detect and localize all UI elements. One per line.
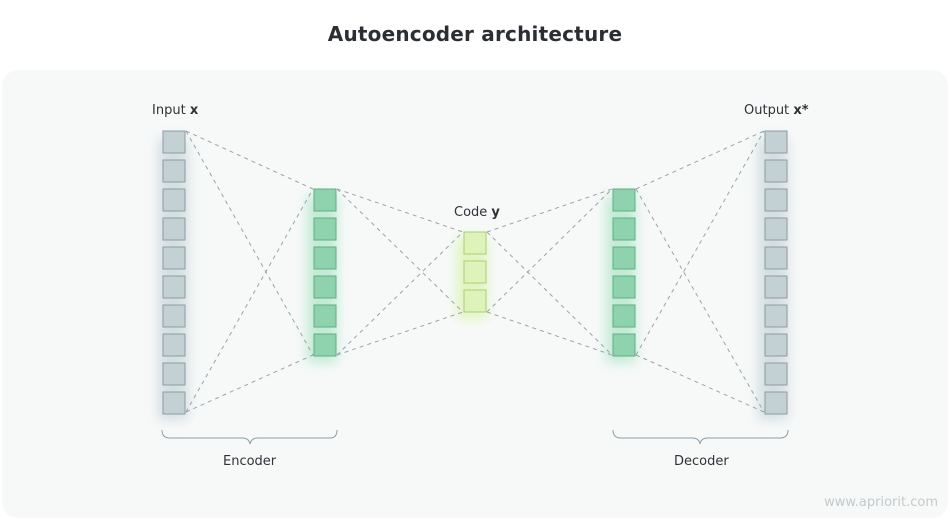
output-node <box>764 333 788 357</box>
decoder-hidden-layer <box>612 188 636 357</box>
connection-line <box>635 130 765 190</box>
code-label: Code y <box>454 205 500 220</box>
output-node <box>764 391 788 415</box>
input-node <box>162 304 186 328</box>
connection-line <box>635 354 765 413</box>
output-node <box>764 188 788 212</box>
code-node <box>463 231 487 255</box>
connection-line <box>185 188 314 413</box>
decoder-label: Decoder <box>674 454 729 469</box>
decoder-node <box>612 188 636 212</box>
connection-line <box>635 130 765 356</box>
connection-line <box>486 188 613 233</box>
connection-line <box>486 311 613 356</box>
output-node <box>764 246 788 270</box>
encoder-node <box>313 304 337 328</box>
input-layer <box>162 130 186 415</box>
encoder-node <box>313 333 337 357</box>
input-node <box>162 159 186 183</box>
output-node <box>764 362 788 386</box>
page-title: Autoencoder architecture <box>327 22 623 46</box>
input-node <box>162 130 186 154</box>
connection-line <box>336 188 464 313</box>
input-node <box>162 391 186 415</box>
encoder-node <box>313 275 337 299</box>
decoder-node <box>612 304 636 328</box>
input-node <box>162 246 186 270</box>
input-node <box>162 217 186 241</box>
input-node <box>162 362 186 386</box>
code-symbol: y <box>491 205 500 220</box>
input-symbol: x <box>189 103 199 118</box>
decoder-node <box>612 246 636 270</box>
connection-line <box>185 130 314 190</box>
input-node <box>162 188 186 212</box>
decoder-node <box>612 275 636 299</box>
connection-line <box>336 231 464 356</box>
output-node <box>764 217 788 241</box>
output-node <box>764 159 788 183</box>
connection-lines <box>185 130 765 413</box>
output-node <box>764 304 788 328</box>
output-symbol: x* <box>793 103 809 118</box>
connection-line <box>486 231 613 356</box>
encoder-hidden-layer <box>313 188 337 357</box>
code-layer <box>463 231 487 313</box>
decoder-node <box>612 333 636 357</box>
connection-line <box>635 188 765 413</box>
output-node <box>764 275 788 299</box>
input-label: Input x <box>152 103 199 118</box>
code-node <box>463 289 487 313</box>
input-node <box>162 333 186 357</box>
watermark: www.apriorit.com <box>824 495 938 510</box>
connection-line <box>185 354 314 413</box>
decoder-node <box>612 217 636 241</box>
encoder-label: Encoder <box>223 454 277 469</box>
encoder-node <box>313 217 337 241</box>
connection-line <box>486 188 613 313</box>
encoder-node <box>313 188 337 212</box>
output-layer <box>764 130 788 415</box>
connection-line <box>336 188 464 233</box>
encoder-brace <box>161 429 338 445</box>
output-node <box>764 130 788 154</box>
decoder-brace <box>612 429 789 445</box>
code-node <box>463 260 487 284</box>
connection-line <box>336 311 464 356</box>
connection-line <box>185 130 314 356</box>
input-node <box>162 275 186 299</box>
encoder-node <box>313 246 337 270</box>
output-label: Output x* <box>744 103 809 118</box>
